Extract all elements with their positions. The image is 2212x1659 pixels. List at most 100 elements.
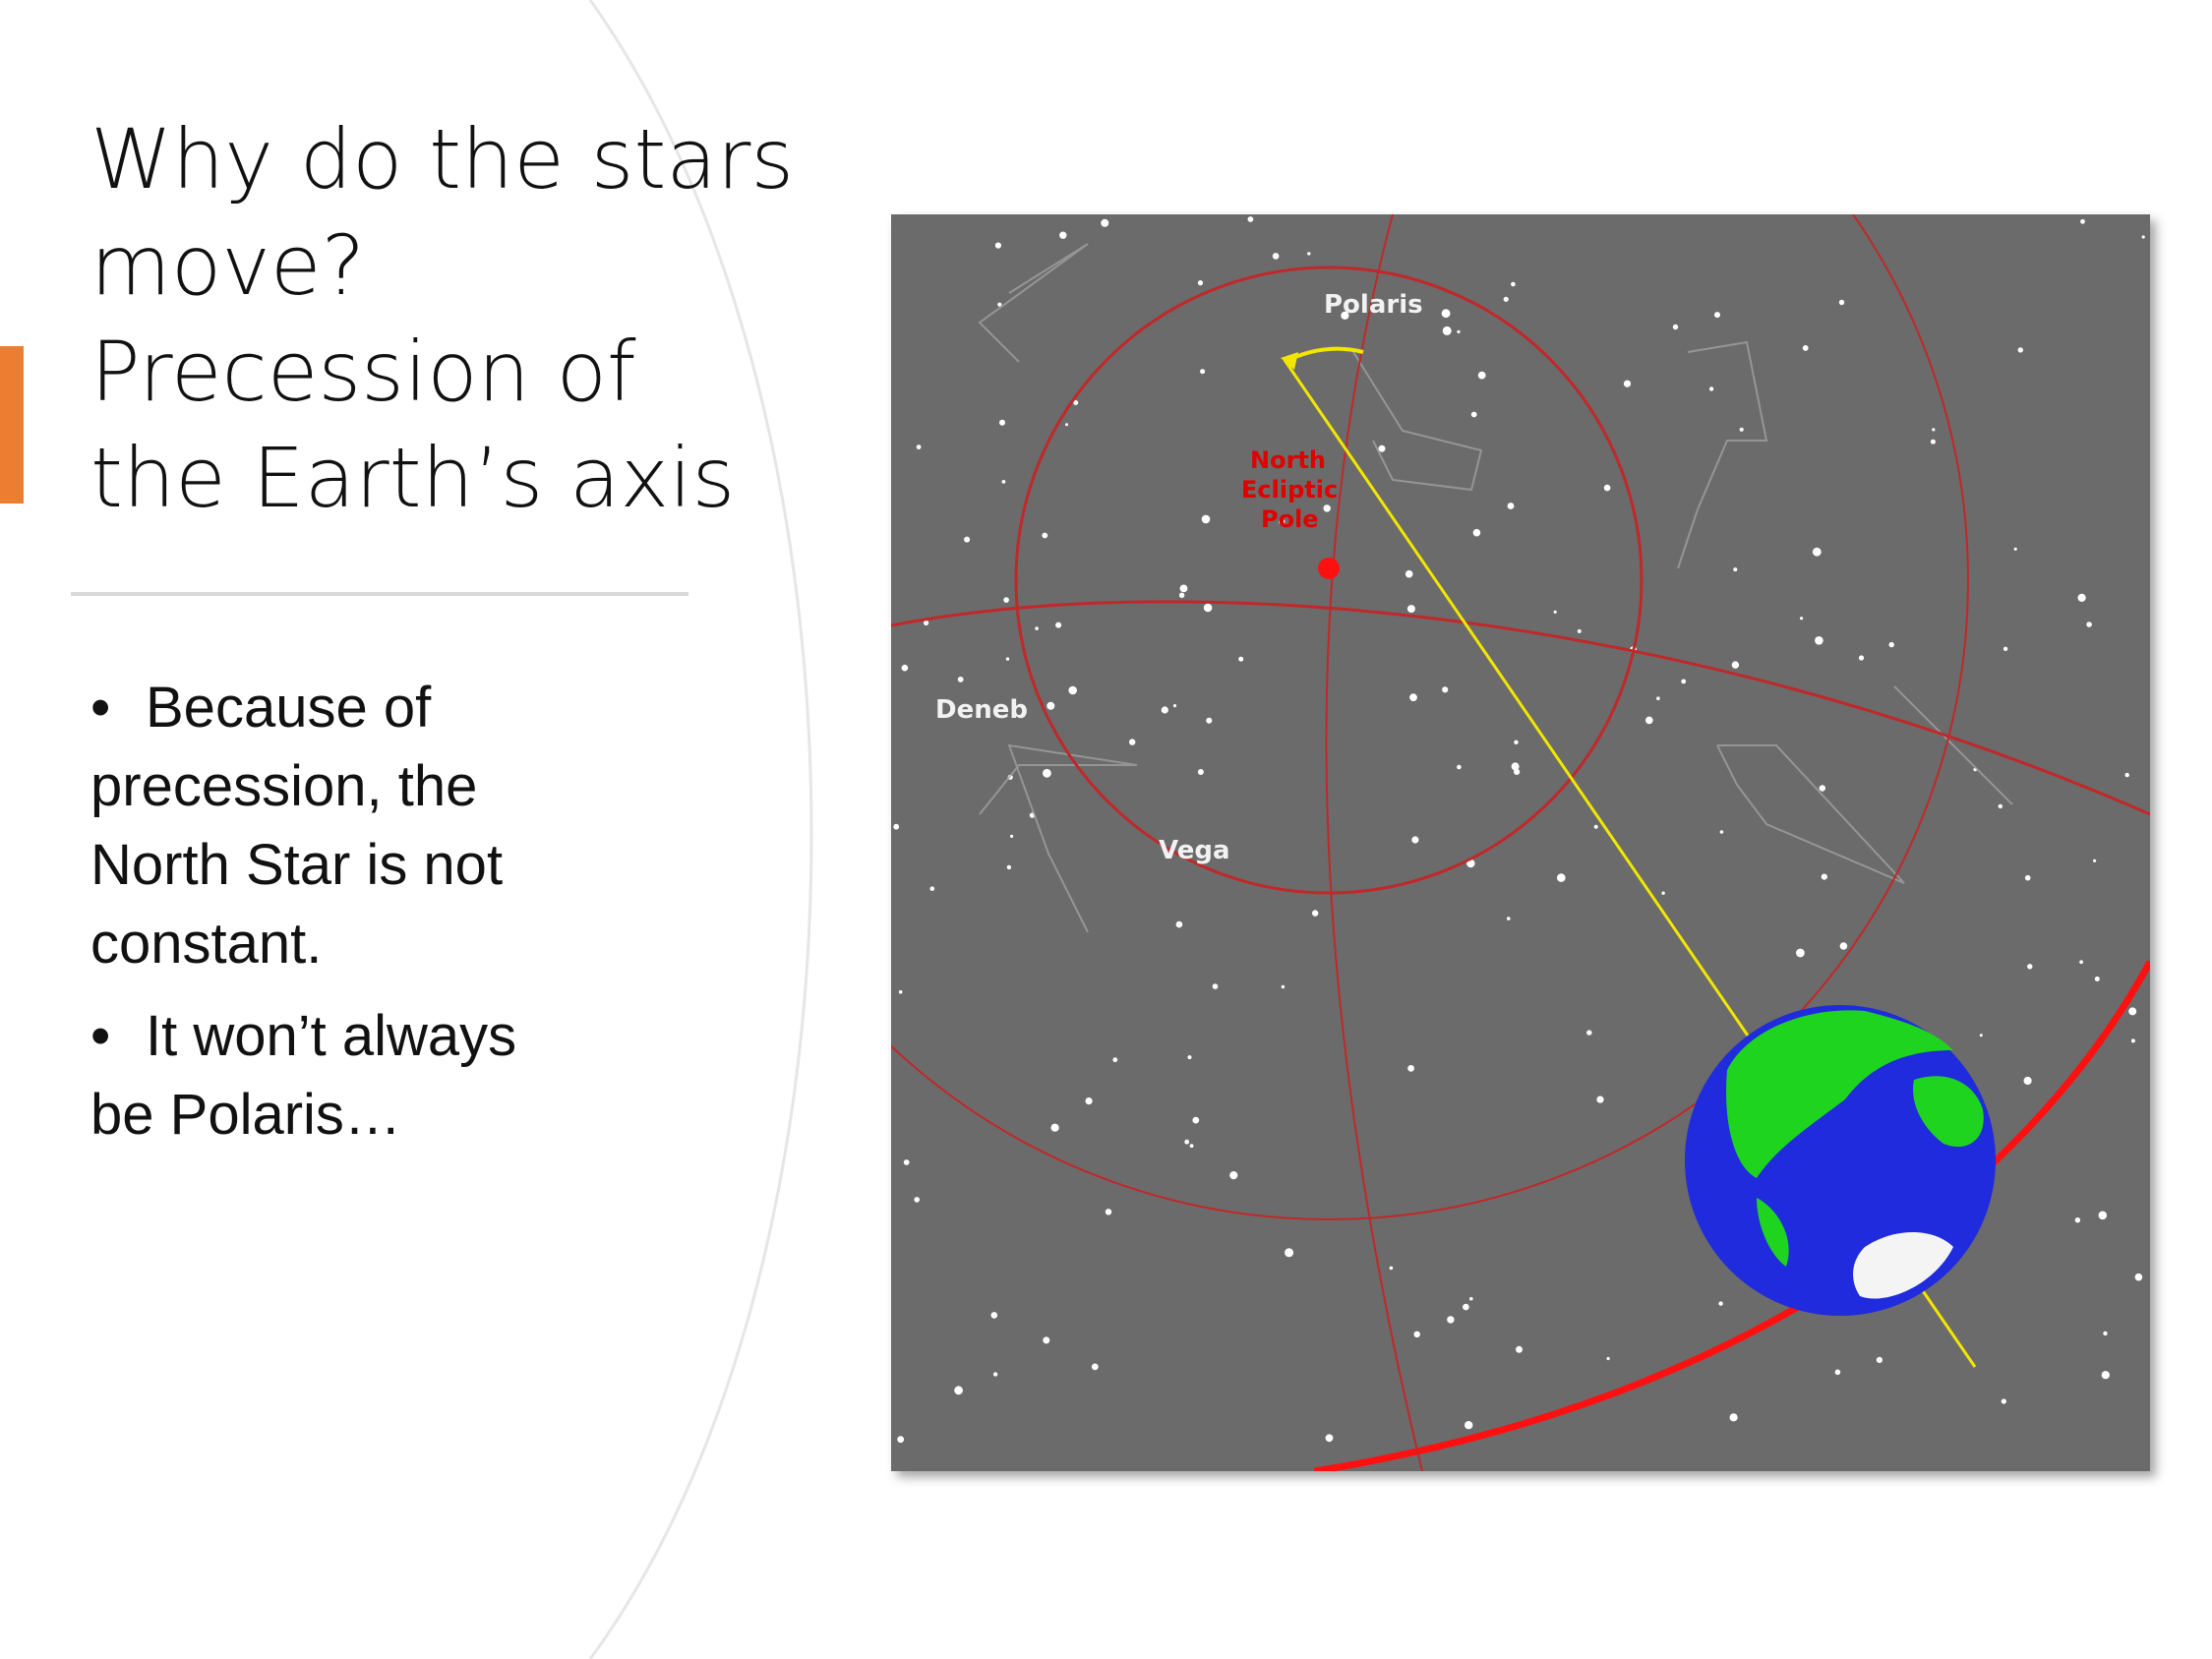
- star: [1815, 636, 1823, 645]
- star: [1043, 1336, 1050, 1344]
- star: [1112, 1057, 1118, 1063]
- star: [1006, 864, 1012, 870]
- star: [954, 1386, 963, 1395]
- star: [1065, 423, 1068, 427]
- celestial-circles: [891, 214, 2150, 1471]
- star: [2024, 874, 2031, 881]
- star: [2023, 1076, 2032, 1086]
- star: [1197, 280, 1204, 286]
- pole-label-line: North: [1250, 446, 1326, 474]
- star: [1003, 597, 1009, 603]
- star: [1101, 218, 1109, 227]
- bullet-list: • Because of precession, the North Star i…: [90, 669, 681, 1168]
- star: [1378, 444, 1386, 452]
- title-line: Why do the stars: [90, 111, 795, 207]
- star: [1307, 252, 1311, 256]
- star: [1175, 920, 1183, 928]
- star: [1457, 329, 1461, 333]
- star: [1932, 428, 1936, 432]
- star: [1553, 610, 1557, 614]
- star: [2101, 1371, 2110, 1380]
- bullet-line: be Polaris…: [90, 1083, 401, 1147]
- star: [1184, 1139, 1190, 1145]
- star: [1802, 345, 1809, 351]
- star: [1979, 1034, 1983, 1037]
- star: [1623, 380, 1632, 387]
- arrow-head: [1281, 352, 1298, 370]
- bullet-line: Because of: [146, 676, 432, 740]
- star: [1442, 326, 1452, 335]
- star: [1930, 439, 1936, 444]
- star: [1888, 641, 1894, 648]
- star: [992, 1372, 998, 1377]
- star: [1470, 411, 1477, 418]
- star: [1511, 762, 1520, 771]
- star: [957, 677, 964, 682]
- star: [1200, 369, 1206, 375]
- star: [1059, 231, 1067, 239]
- precession-figure: Polaris Deneb Vega North Ecliptic Pole: [891, 214, 2150, 1471]
- star: [1189, 1144, 1194, 1149]
- star: [1341, 311, 1349, 320]
- star: [1042, 532, 1048, 539]
- star: [2134, 1273, 2143, 1281]
- title-line: Precession of: [90, 324, 636, 420]
- star: [1839, 942, 1848, 950]
- star: [1463, 1303, 1469, 1311]
- star: [1577, 628, 1582, 633]
- star: [1389, 1266, 1394, 1271]
- bullet-line: precession, the: [90, 754, 478, 818]
- star: [1477, 371, 1486, 380]
- star: [1407, 1065, 1414, 1072]
- star: [1325, 1434, 1334, 1443]
- star: [2003, 646, 2008, 651]
- star: [1514, 740, 1519, 744]
- bullet-glyph: •: [90, 676, 111, 740]
- star: [1409, 693, 1417, 702]
- star: [1212, 983, 1219, 989]
- star: [901, 664, 909, 672]
- star: [1719, 830, 1724, 834]
- constellation-lines: [978, 243, 2013, 933]
- star: [1172, 704, 1177, 708]
- stars: [893, 216, 2145, 1444]
- star: [1812, 547, 1822, 557]
- star: [1511, 281, 1516, 287]
- star: [897, 1436, 905, 1444]
- star: [898, 989, 903, 994]
- star: [1507, 503, 1515, 509]
- star: [1731, 661, 1740, 669]
- star: [1406, 605, 1415, 614]
- star-map: Polaris Deneb Vega North Ecliptic Pole: [891, 214, 2150, 1471]
- star: [1203, 603, 1213, 613]
- star: [1206, 717, 1213, 724]
- star: [1179, 584, 1188, 593]
- star: [1681, 679, 1687, 684]
- star: [1055, 622, 1062, 628]
- star: [1469, 1296, 1473, 1301]
- star: [1596, 1096, 1604, 1103]
- star: [1105, 1209, 1112, 1215]
- star: [916, 444, 922, 449]
- star: [964, 536, 971, 543]
- bullet-line: North Star is not: [90, 833, 504, 897]
- star: [1838, 299, 1845, 306]
- star: [1457, 764, 1462, 770]
- vega-label: Vega: [1159, 836, 1230, 865]
- star: [1247, 216, 1254, 222]
- star: [1129, 739, 1136, 745]
- ecliptic-pole-dot: [1318, 558, 1340, 579]
- star: [1821, 873, 1827, 880]
- star: [1272, 253, 1280, 260]
- bullet-item: • Because of precession, the North Star i…: [90, 669, 681, 983]
- star: [1238, 656, 1244, 662]
- star: [924, 620, 929, 625]
- star: [914, 1197, 920, 1203]
- star: [990, 1312, 998, 1319]
- title-divider: [71, 592, 688, 596]
- title-line: move?: [90, 217, 366, 314]
- star: [1073, 400, 1079, 405]
- deneb-label: Deneb: [935, 695, 1028, 725]
- star: [2141, 235, 2145, 239]
- star: [2094, 977, 2100, 981]
